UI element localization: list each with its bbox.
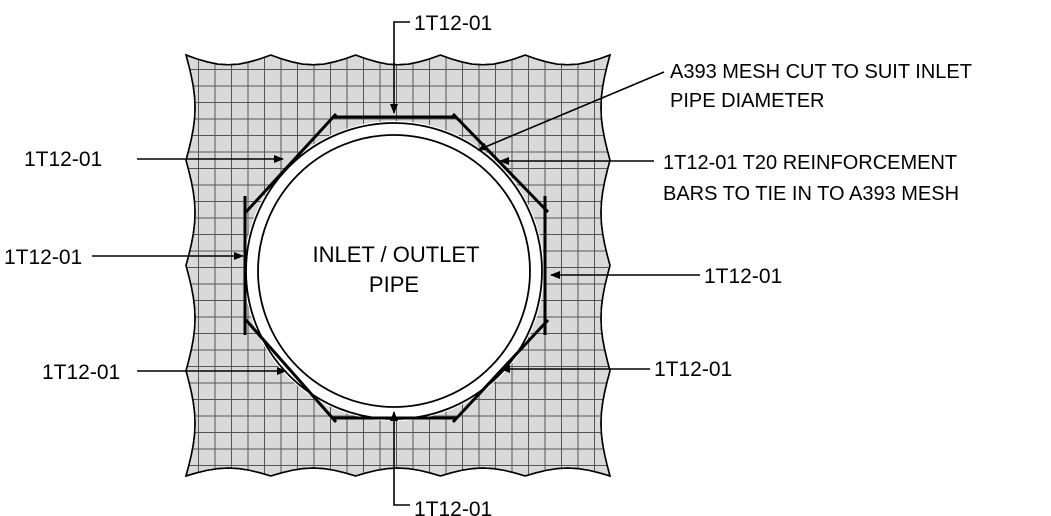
label-lower-right: 1T12-01: [654, 358, 732, 381]
leaders: [92, 21, 700, 506]
note-mesh-line-2: PIPE DIAMETER: [670, 90, 824, 112]
label-bottom: 1T12-01: [414, 498, 492, 516]
pipe-inner-wall: [257, 134, 531, 408]
slab-edge: [184, 53, 612, 478]
pipe-label-line-2: PIPE: [369, 272, 419, 297]
label-mid-right: 1T12-01: [704, 265, 782, 288]
label-upper-left: 1T12-01: [24, 148, 102, 171]
label-top: 1T12-01: [414, 12, 492, 35]
bar-top-left: [244, 112, 338, 214]
note-mesh-line-1: A393 MESH CUT TO SUIT INLET: [670, 61, 972, 83]
pipe-label-line-1: INLET / OUTLET: [312, 242, 479, 267]
bar-bottom-left: [244, 319, 338, 423]
labels: 1T12-01 1T12-01 1T12-01 1T12-01 1T12-01 …: [4, 12, 972, 516]
label-mid-left: 1T12-01: [4, 246, 82, 269]
leader-top: [390, 21, 410, 114]
leader-bottom: [390, 411, 410, 506]
leader-mesh: [477, 71, 665, 151]
label-lower-left: 1T12-01: [42, 361, 120, 384]
note-reinforcement-line-2: BARS TO TIE IN TO A393 MESH: [663, 183, 959, 205]
note-reinforcement-line-1: 1T12-01 T20 REINFORCEMENT: [663, 152, 957, 174]
